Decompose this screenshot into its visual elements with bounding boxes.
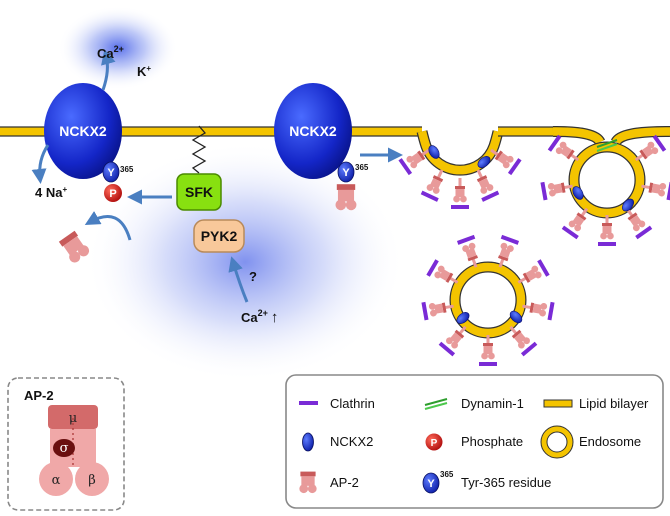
lipid-bilayer-icon — [543, 399, 573, 408]
nckx2-left: NCKX2 — [44, 83, 122, 179]
phosphate-left: P — [104, 184, 122, 202]
calcium-efflux-arrow — [101, 49, 116, 91]
lipid-bilayer — [0, 125, 670, 176]
legend-item-clathrin: Clathrin — [330, 396, 375, 411]
svg-text:α: α — [52, 473, 61, 488]
legend-item-endosome: Endosome — [579, 434, 641, 449]
svg-text:365: 365 — [355, 163, 369, 172]
dynamin-ring — [596, 139, 618, 152]
svg-text:Y: Y — [107, 167, 115, 179]
legend-item-tyr365: Tyr-365 residue — [461, 475, 551, 490]
ap2-sigma-subunit — [53, 439, 75, 457]
legend-item-nckx2: NCKX2 — [330, 434, 373, 449]
ap2-inset: AP-2 μ σ α β — [7, 377, 125, 511]
ap2-alpha-subunit — [39, 462, 73, 496]
sodium-influx-arrow — [31, 144, 50, 184]
svg-text:β: β — [88, 473, 96, 488]
tyr365-icon: Y 365 — [422, 470, 454, 494]
svg-text:Y: Y — [342, 167, 350, 179]
clathrin-icon — [299, 401, 318, 405]
ion-k-out: K+ — [137, 64, 151, 79]
question-mark: ? — [249, 269, 257, 284]
nckx2-icon — [302, 432, 314, 452]
svg-text:P: P — [109, 188, 116, 200]
svg-text:365: 365 — [120, 165, 134, 174]
legend-item-ap2: AP-2 — [330, 475, 359, 490]
ap2-beta-subunit — [75, 462, 109, 496]
ap2-release-arrow — [84, 211, 132, 241]
budding-vesicle — [538, 133, 670, 248]
phosphate-icon: P — [425, 433, 443, 451]
ion-na-in: 4 Na+ — [35, 185, 67, 200]
endosome-vesicle — [419, 233, 557, 368]
legend-item-lipid-bilayer: Lipid bilayer — [579, 396, 649, 411]
ion-ca-out: Ca2+ — [97, 44, 124, 61]
ap2-inset-title: AP-2 — [24, 388, 54, 403]
legend: Clathrin Dynamin-1 Lipid bilayer NCKX2 P… — [285, 374, 664, 509]
legend-item-phosphate: Phosphate — [461, 434, 523, 449]
legend-item-dynamin: Dynamin-1 — [461, 396, 524, 411]
svg-text:SFK: SFK — [185, 184, 213, 200]
svg-text:365: 365 — [440, 470, 454, 479]
nckx2-right: NCKX2 — [274, 83, 352, 179]
clathrin-pit — [396, 141, 524, 211]
tyr365-left: Y 365 — [102, 161, 134, 183]
calcium-rise-arrow — [228, 256, 249, 303]
sfk-kinase: SFK — [176, 173, 222, 211]
sfk-lipid-anchor — [191, 125, 207, 174]
svg-text:PYK2: PYK2 — [201, 228, 238, 244]
svg-text:Y: Y — [427, 478, 435, 490]
svg-text:σ: σ — [60, 441, 69, 456]
calcium-cloud-bottom — [85, 142, 405, 382]
dynamin-icon — [424, 398, 448, 410]
ap2-mu-subunit — [48, 405, 98, 429]
calcium-cloud-top — [58, 6, 178, 90]
pyk2-kinase: PYK2 — [193, 219, 245, 253]
endosome-icon — [540, 425, 574, 459]
svg-text:P: P — [431, 438, 438, 449]
nckx2-right-label: NCKX2 — [289, 123, 337, 139]
nckx2-left-label: NCKX2 — [59, 123, 107, 139]
tyr365-right: Y 365 — [337, 161, 369, 183]
ion-ca-in: Ca2+↑ — [241, 308, 278, 326]
